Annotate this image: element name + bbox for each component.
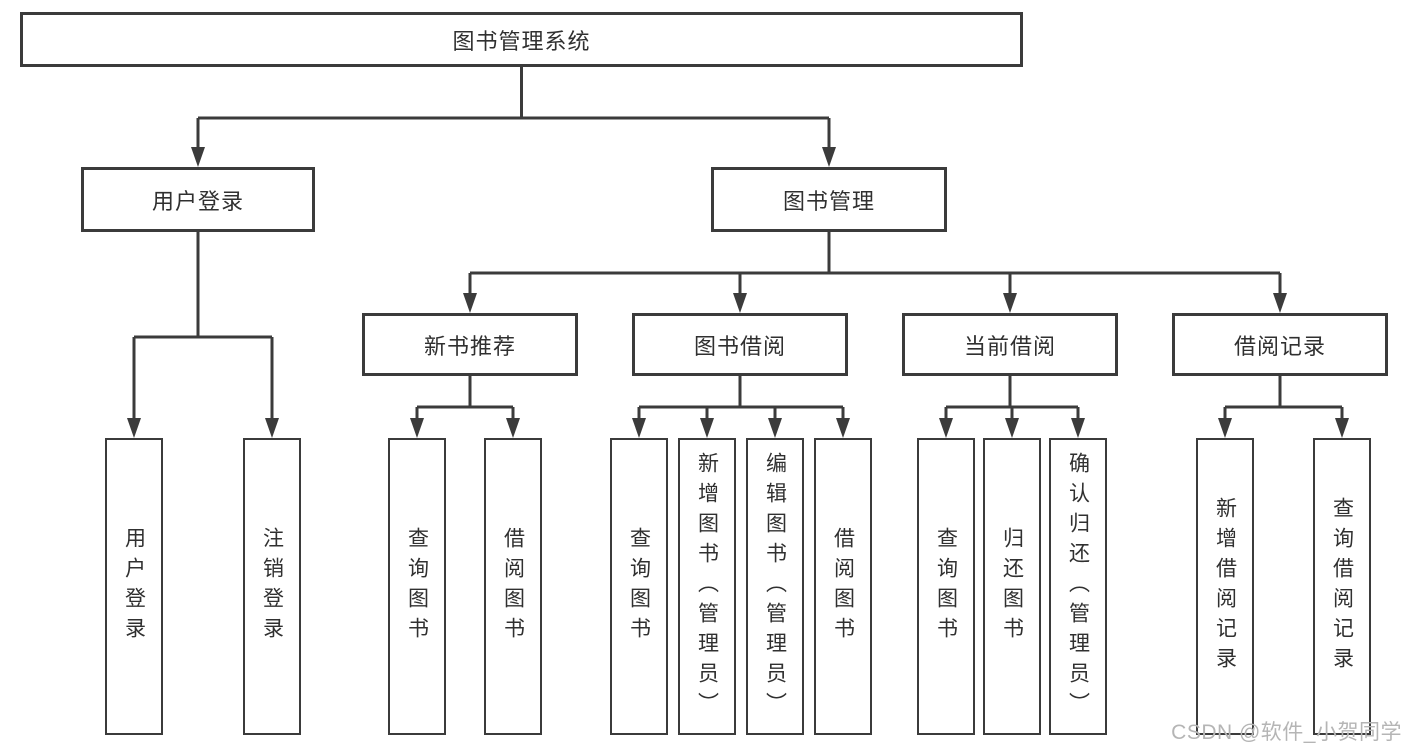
arrowhead [265, 418, 279, 438]
node-label: 借阅图书 [501, 526, 525, 647]
node-label: 确认归还（管理员） [1066, 451, 1090, 722]
leaf-user-login: 用户登录 [105, 438, 163, 735]
arrowhead [733, 293, 747, 313]
arrowhead [1071, 418, 1085, 438]
arrowhead [632, 418, 646, 438]
arrowhead [700, 418, 714, 438]
node-label: 用户登录 [151, 188, 244, 214]
node-new-book-recommend: 新书推荐 [362, 313, 578, 376]
watermark: CSDN @软件_小贺同学 [1171, 721, 1402, 744]
node-label: 借阅图书 [831, 526, 855, 647]
connector-login-to-leaves [132, 232, 274, 421]
node-label: 新书推荐 [423, 333, 516, 359]
leaf-query-books-current: 查询图书 [917, 438, 975, 735]
leaf-borrow-books-recommend: 借阅图书 [484, 438, 542, 735]
connector-management-to-level3 [468, 232, 1282, 296]
node-label: 图书借阅 [693, 333, 786, 359]
arrowhead [768, 418, 782, 438]
node-label: 查询图书 [405, 526, 429, 647]
leaf-return-books: 归还图书 [983, 438, 1041, 735]
connector-borrow-to-leaves [637, 376, 845, 421]
arrowhead [1003, 293, 1017, 313]
node-book-management: 图书管理 [711, 167, 947, 232]
node-label: 图书管理系统 [452, 28, 591, 54]
node-label: 查询图书 [627, 526, 651, 647]
connector-root-to-level2 [196, 67, 831, 150]
leaf-confirm-return-admin: 确认归还（管理员） [1049, 438, 1107, 735]
arrowhead [463, 293, 477, 313]
arrowhead [410, 418, 424, 438]
node-user-login: 用户登录 [81, 167, 315, 232]
arrowhead [822, 147, 836, 167]
node-label: 注销登录 [260, 526, 284, 647]
node-label: 当前借阅 [963, 333, 1056, 359]
node-label: 用户登录 [122, 526, 146, 647]
connector-current-to-leaves [944, 376, 1080, 421]
node-current-borrow: 当前借阅 [902, 313, 1118, 376]
leaf-query-books-recommend: 查询图书 [388, 438, 446, 735]
arrowhead [1005, 418, 1019, 438]
leaf-query-books-borrow: 查询图书 [610, 438, 668, 735]
connector-records-to-leaves [1223, 376, 1344, 421]
node-label: 新增借阅记录 [1213, 496, 1237, 677]
leaf-borrow-books: 借阅图书 [814, 438, 872, 735]
arrowhead [1218, 418, 1232, 438]
connector-recommend-to-leaves [415, 376, 515, 421]
node-label: 查询图书 [934, 526, 958, 647]
node-label: 借阅记录 [1233, 333, 1326, 359]
arrowhead [127, 418, 141, 438]
arrowhead [1273, 293, 1287, 313]
arrowhead [191, 147, 205, 167]
leaf-edit-book-admin: 编辑图书（管理员） [746, 438, 804, 735]
node-borrow-records: 借阅记录 [1172, 313, 1388, 376]
node-label: 编辑图书（管理员） [763, 451, 787, 722]
node-book-borrow: 图书借阅 [632, 313, 848, 376]
leaf-add-book-admin: 新增图书（管理员） [678, 438, 736, 735]
arrowhead [836, 418, 850, 438]
node-label: 新增图书（管理员） [695, 451, 719, 722]
arrowhead [506, 418, 520, 438]
arrowhead [1335, 418, 1349, 438]
node-label: 图书管理 [782, 188, 875, 214]
arrowhead [939, 418, 953, 438]
node-label: 查询借阅记录 [1330, 496, 1354, 677]
leaf-logout: 注销登录 [243, 438, 301, 735]
node-label: 归还图书 [1000, 526, 1024, 647]
leaf-query-borrow-record: 查询借阅记录 [1313, 438, 1371, 735]
node-library-management-system: 图书管理系统 [20, 12, 1023, 67]
leaf-add-borrow-record: 新增借阅记录 [1196, 438, 1254, 735]
